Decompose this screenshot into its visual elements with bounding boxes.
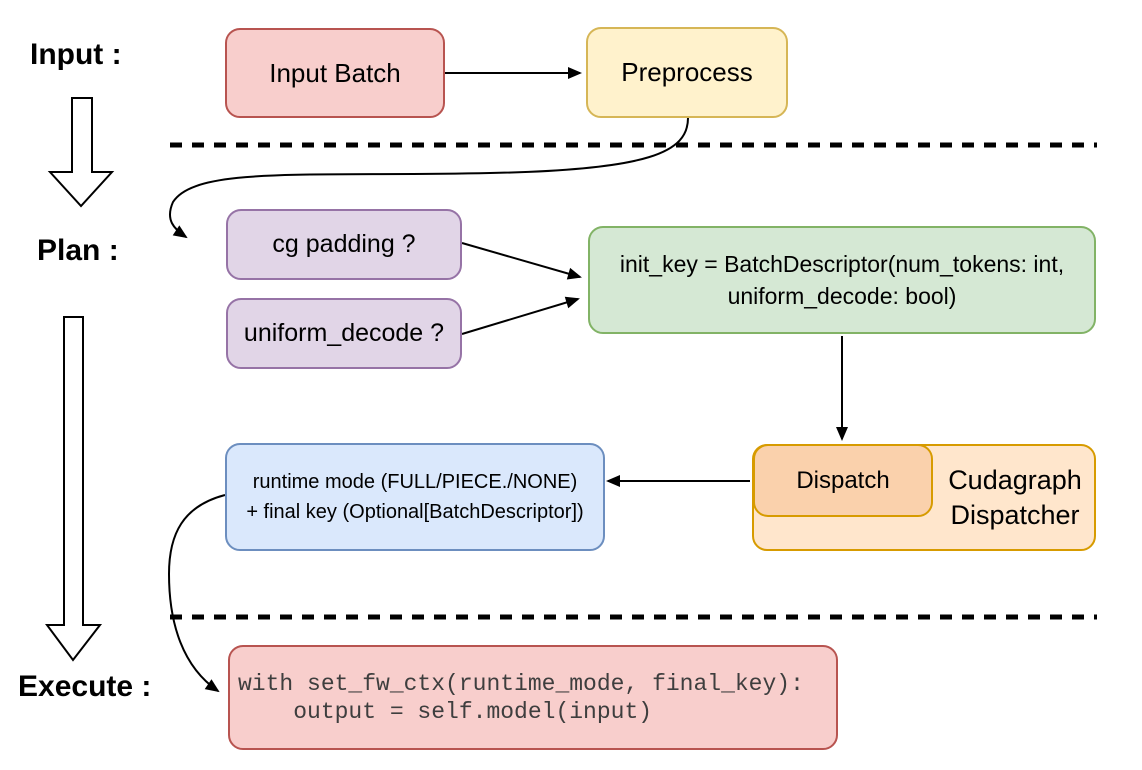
node-uniform-decode: uniform_decode ? [226, 298, 462, 369]
node-input-batch: Input Batch [225, 28, 445, 118]
node-runtime-mode: runtime mode (FULL/PIECE./NONE) + final … [225, 443, 605, 551]
node-dispatch-label: Dispatch [796, 466, 890, 494]
node-cudagraph-dispatcher-label: Cudagraph Dispatcher [936, 446, 1094, 549]
node-cudagraph-line1: Cudagraph [948, 465, 1082, 496]
node-cudagraph-line2: Dispatcher [950, 499, 1080, 530]
connector-preprocess-to-plan [168, 117, 689, 239]
node-cg-padding: cg padding ? [226, 209, 462, 280]
node-init-key-line1: init_key = BatchDescriptor(num_tokens: i… [619, 250, 1065, 277]
connector-uniformdecode-to-initkey [461, 296, 580, 335]
node-cg-padding-label: cg padding ? [272, 230, 416, 258]
node-init-key: init_key = BatchDescriptor(num_tokens: i… [588, 226, 1096, 334]
node-init-key-line2: uniform_decode: bool) [727, 283, 957, 309]
node-input-batch-label: Input Batch [269, 57, 401, 88]
execute-code-line1: with set_fw_ctx(runtime_mode, final_key)… [238, 670, 804, 697]
stage-label-plan: Plan : [37, 234, 119, 267]
node-runtime-mode-line2: + final key (Optional[BatchDescriptor]) [246, 501, 584, 523]
node-dispatch: Dispatch [753, 444, 933, 517]
node-preprocess-label: Preprocess [621, 57, 753, 87]
node-execute-code: with set_fw_ctx(runtime_mode, final_key)… [228, 645, 838, 750]
plan-phase-down-arrow-icon [45, 316, 103, 662]
node-runtime-mode-line1: runtime mode (FULL/PIECE./NONE) [252, 471, 578, 493]
connector-cgpadding-to-initkey [461, 242, 582, 280]
stage-label-input: Input : [30, 38, 122, 71]
input-phase-down-arrow-icon [47, 97, 115, 208]
stage-label-execute: Execute : [18, 670, 152, 703]
connector-runtimemode-to-execute [167, 494, 226, 693]
execute-code-line2: output = self.model(input) [238, 698, 653, 725]
node-uniform-decode-label: uniform_decode ? [243, 319, 445, 347]
node-preprocess: Preprocess [586, 27, 788, 118]
